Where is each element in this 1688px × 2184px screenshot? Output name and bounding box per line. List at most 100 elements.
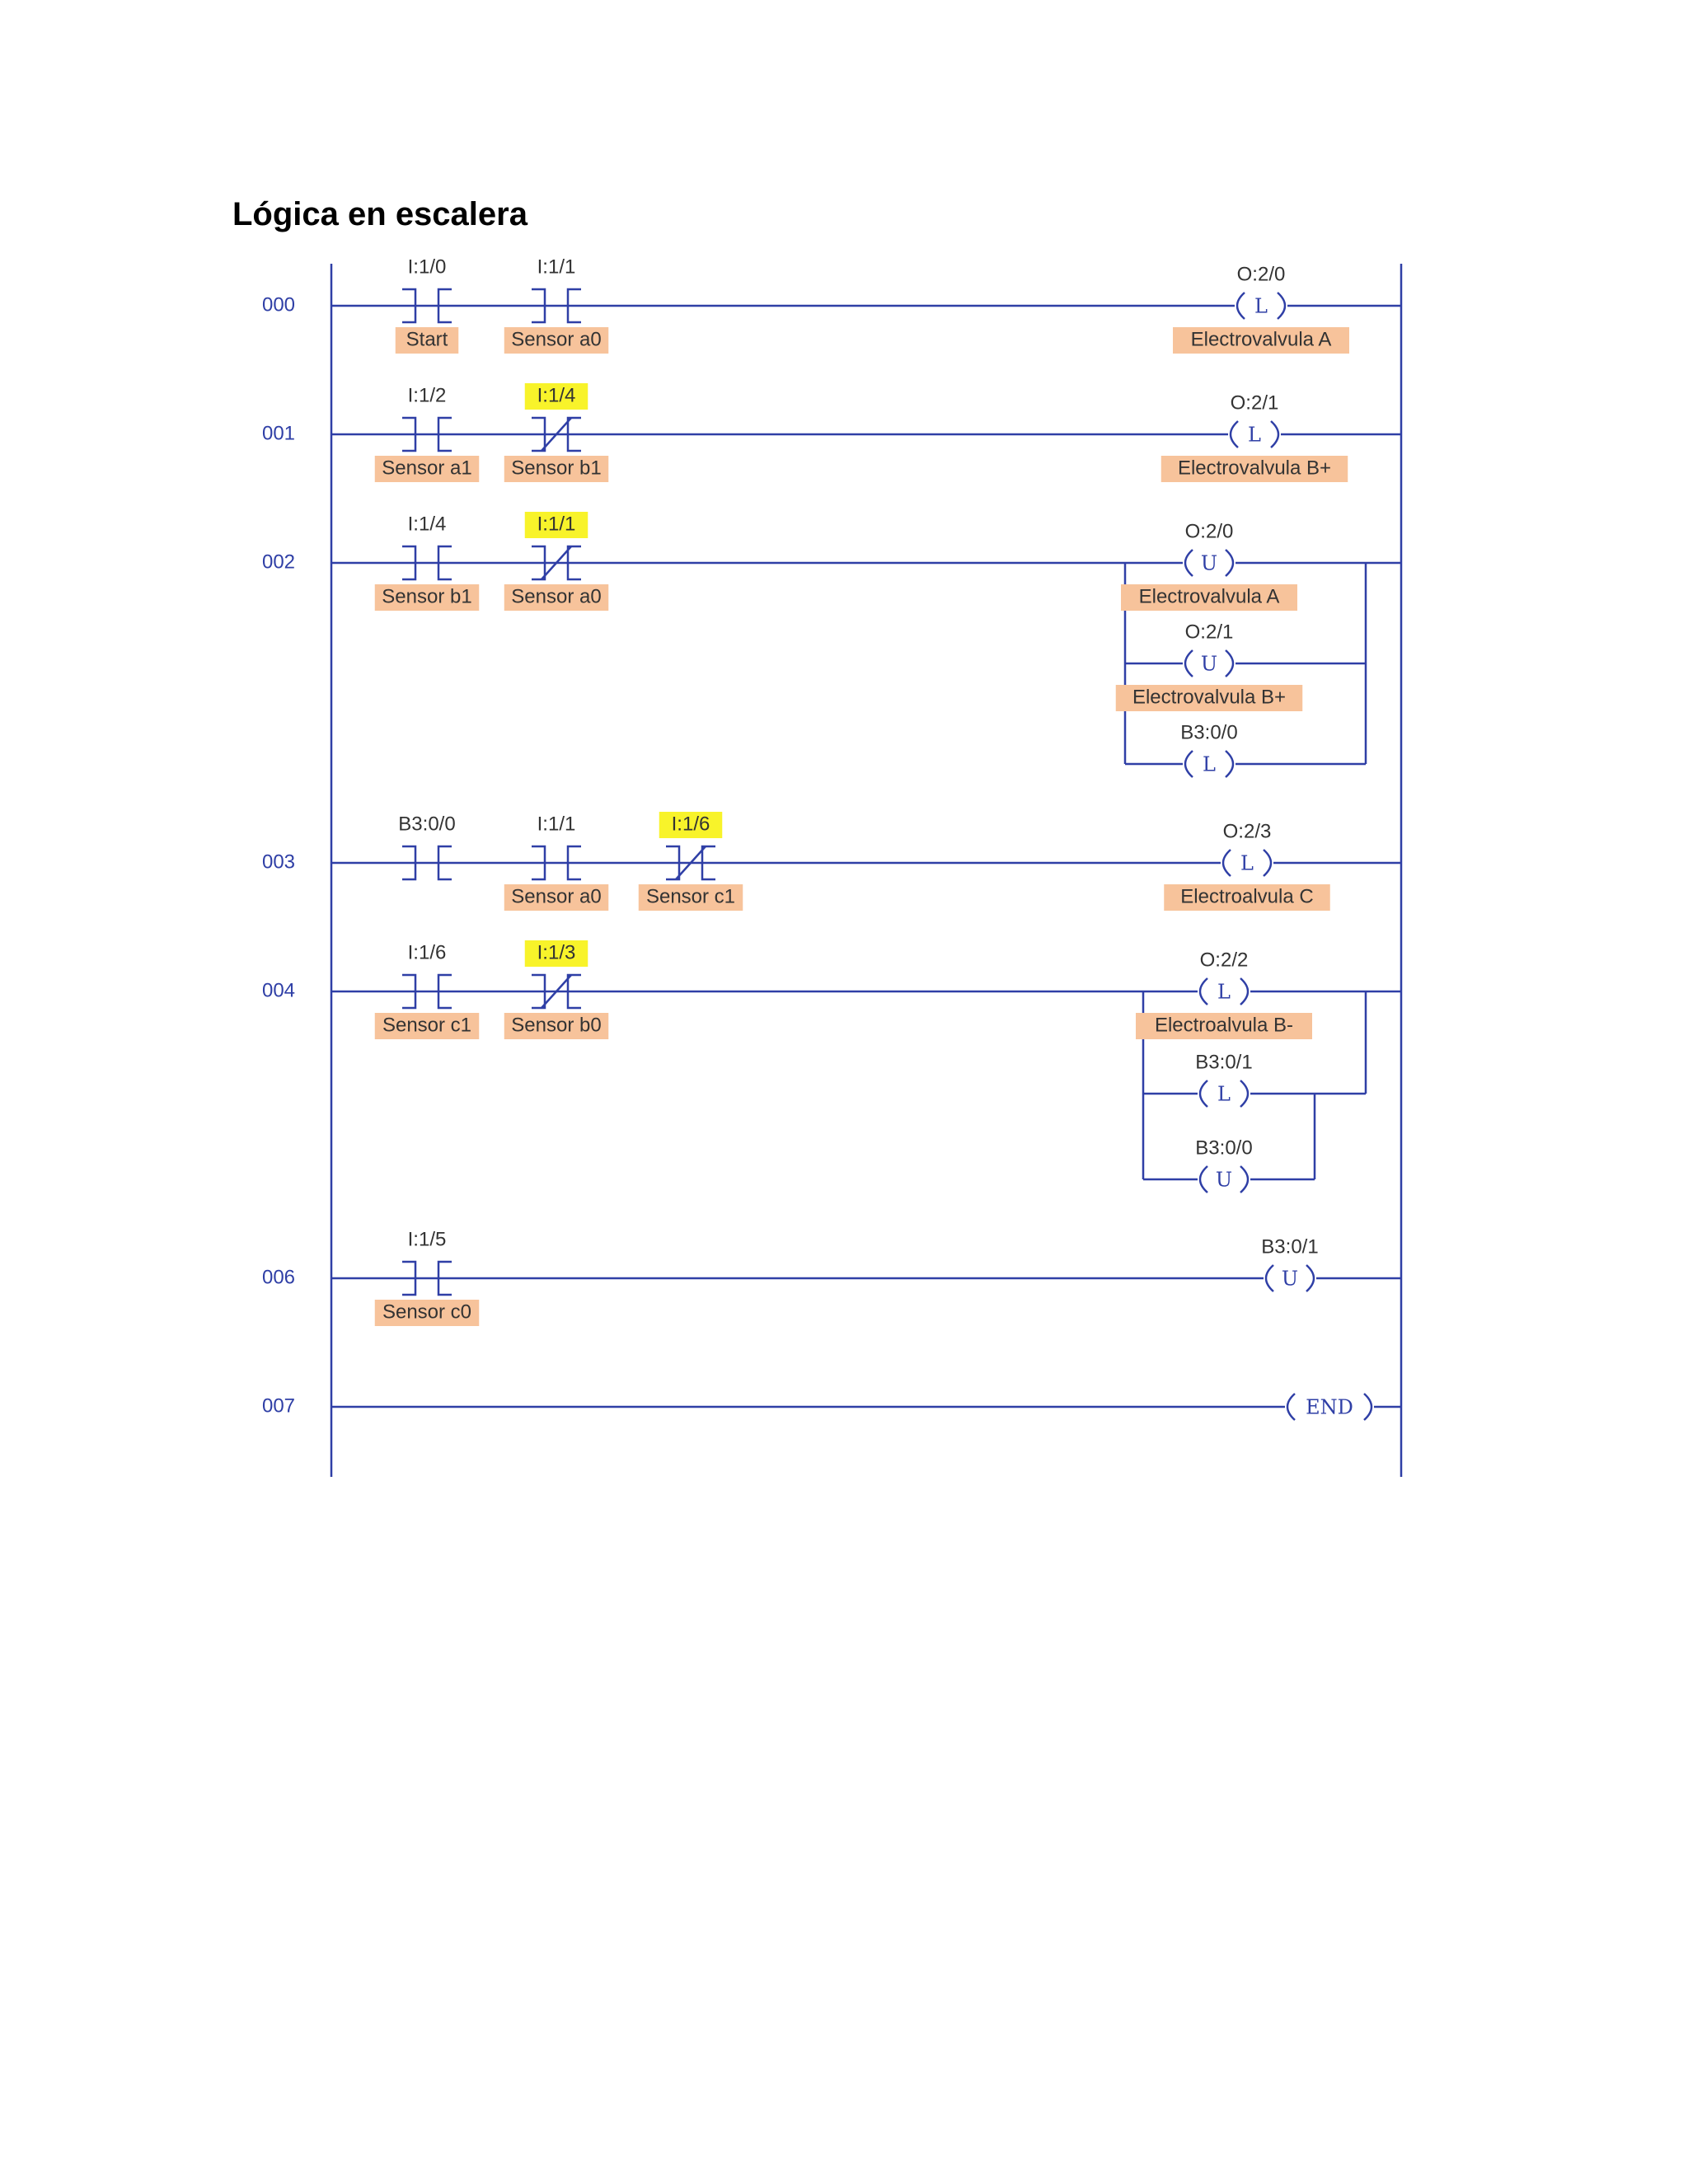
- contact-right-bracket: [437, 1260, 452, 1296]
- contact-right-bracket: [566, 288, 581, 324]
- contact-right-bracket: [701, 845, 715, 881]
- contact-slash: [675, 846, 706, 880]
- coil-instruction: U: [1282, 1268, 1298, 1291]
- contact-description: Sensor b0: [511, 1014, 601, 1036]
- coil-description-bg: [1160, 456, 1348, 482]
- coil-right-arc: [1306, 1264, 1315, 1292]
- contact-right-bracket: [437, 416, 452, 452]
- contact-description-bg: [504, 456, 609, 482]
- contact-left-bracket: [402, 545, 417, 581]
- coil-left-arc: [1198, 1080, 1208, 1108]
- normally-open-contact: B3:0/0: [398, 813, 456, 881]
- page-title: Lógica en escalera: [232, 196, 528, 232]
- contact-description: Sensor c1: [382, 1014, 471, 1036]
- contact-address: I:1/5: [408, 1228, 447, 1250]
- contact-description-bg: [504, 584, 609, 611]
- rung-number: 000: [262, 293, 295, 316]
- coil-description: Electroalvula C: [1180, 885, 1313, 907]
- coil-left-arc: [1221, 849, 1231, 877]
- contact-description: Sensor b1: [382, 585, 471, 607]
- coil-instruction: END: [1306, 1396, 1353, 1419]
- coil-description-bg: [1173, 327, 1349, 354]
- contact-description-bg: [374, 1013, 480, 1039]
- contact-address-bg: [524, 940, 588, 967]
- contact-right-bracket: [566, 416, 581, 452]
- contact-slash: [541, 546, 572, 580]
- latch-coil: LB3:0/1: [1195, 1051, 1253, 1108]
- contact-left-bracket: [402, 973, 417, 1010]
- contact-description: Sensor a0: [511, 585, 601, 607]
- contact-address: I:1/4: [408, 513, 447, 535]
- coil-instruction: L: [1254, 295, 1268, 318]
- coil-left-arc: [1184, 649, 1193, 677]
- contact-address: I:1/0: [408, 255, 447, 278]
- coil-instruction: U: [1201, 552, 1217, 575]
- rung-number: 002: [262, 551, 295, 573]
- contact-left-bracket: [666, 845, 681, 881]
- contact-description-bg: [374, 584, 480, 611]
- coil-right-arc: [1277, 292, 1287, 320]
- coil-right-arc: [1363, 1393, 1373, 1421]
- contact-description: Sensor a0: [511, 885, 601, 907]
- contact-left-bracket: [402, 845, 417, 881]
- contact-address-bg: [524, 512, 588, 538]
- contact-description: Sensor c1: [646, 885, 735, 907]
- contact-left-bracket: [532, 288, 546, 324]
- contact-address: I:1/4: [537, 384, 576, 406]
- coil-address: O:2/0: [1237, 263, 1286, 285]
- contact-description-bg: [638, 884, 743, 911]
- contact-description: Sensor a1: [382, 457, 471, 479]
- contact-left-bracket: [402, 416, 417, 452]
- contact-left-bracket: [402, 288, 417, 324]
- coil-left-arc: [1286, 1393, 1296, 1421]
- coil-description: Electrovalvula A: [1191, 328, 1332, 350]
- rung-number: 004: [262, 979, 295, 1001]
- coil-instruction: L: [1217, 1083, 1231, 1106]
- contact-address: I:1/6: [408, 941, 447, 963]
- coil-address: O:2/0: [1185, 520, 1234, 542]
- coil-instruction: L: [1240, 852, 1254, 875]
- coil-left-arc: [1184, 750, 1193, 778]
- contact-address: I:1/1: [537, 813, 576, 835]
- coil-description-bg: [1121, 584, 1297, 611]
- contact-address-bg: [524, 383, 588, 410]
- contact-description: Sensor b1: [511, 457, 601, 479]
- contact-right-bracket: [566, 973, 581, 1010]
- contact-right-bracket: [437, 288, 452, 324]
- coil-instruction: U: [1216, 1169, 1232, 1192]
- latch-coil: LB3:0/0: [1180, 721, 1238, 778]
- coil-address: O:2/2: [1200, 949, 1249, 971]
- unlatch-coil: UB3:0/1: [1261, 1235, 1319, 1292]
- coil-left-arc: [1236, 292, 1245, 320]
- contact-address: I:1/2: [408, 384, 447, 406]
- coil-left-arc: [1198, 977, 1208, 1005]
- coil-description-bg: [1136, 1013, 1312, 1039]
- contact-right-bracket: [437, 845, 452, 881]
- contact-right-bracket: [437, 973, 452, 1010]
- coil-right-arc: [1240, 1080, 1250, 1108]
- contact-description-bg: [374, 456, 480, 482]
- contact-address-bg: [659, 812, 723, 838]
- contact-address: I:1/1: [537, 255, 576, 278]
- end-instruction: END: [1286, 1393, 1373, 1421]
- contact-right-bracket: [437, 545, 452, 581]
- contact-address: I:1/1: [537, 513, 576, 535]
- coil-description: Electrovalvula B+: [1178, 457, 1331, 479]
